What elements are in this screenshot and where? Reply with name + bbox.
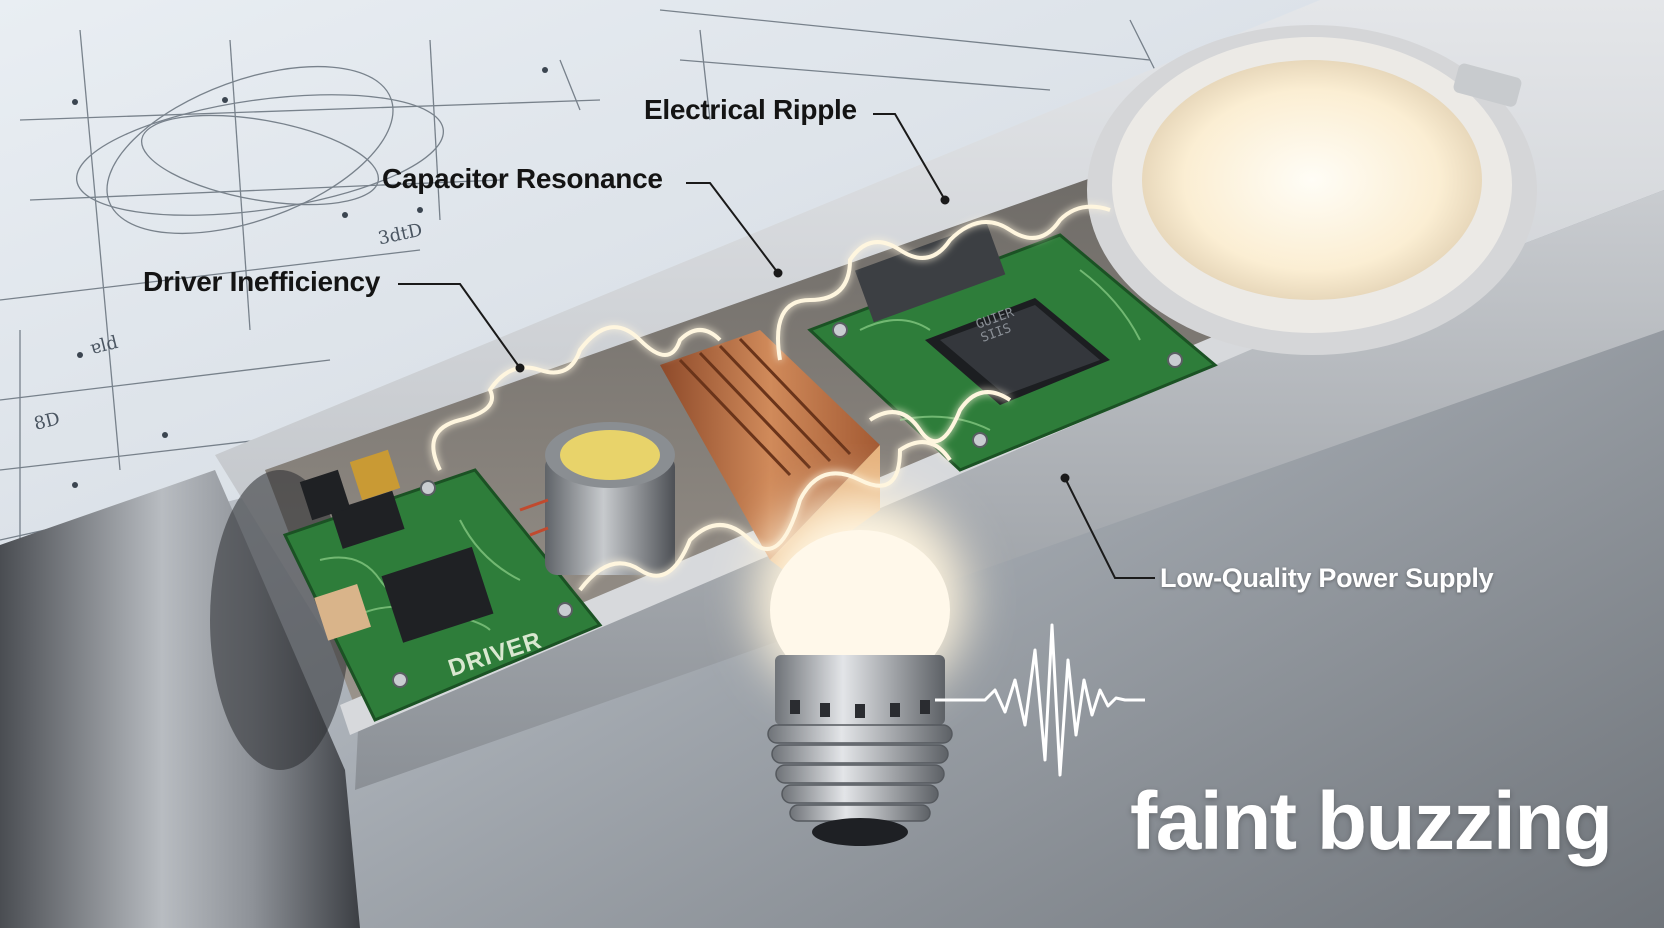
caption-faint-buzzing: faint buzzing	[1130, 776, 1613, 867]
callout-leader-lines	[398, 113, 1155, 579]
light-lens	[1087, 25, 1537, 355]
callout-electrical-ripple: Electrical Ripple	[644, 94, 857, 125]
controller-pcb	[807, 222, 1218, 472]
capacitor	[519, 422, 675, 575]
callout-low-quality-power-supply: Low-Quality Power Supply	[1160, 563, 1494, 593]
sound-waveform-icon	[935, 623, 1145, 777]
driver-pcb	[282, 449, 603, 722]
callout-driver-inefficiency: Driver Inefficiency	[143, 266, 381, 297]
callout-capacitor-resonance: Capacitor Resonance	[382, 163, 663, 194]
light-bulb	[730, 470, 990, 846]
